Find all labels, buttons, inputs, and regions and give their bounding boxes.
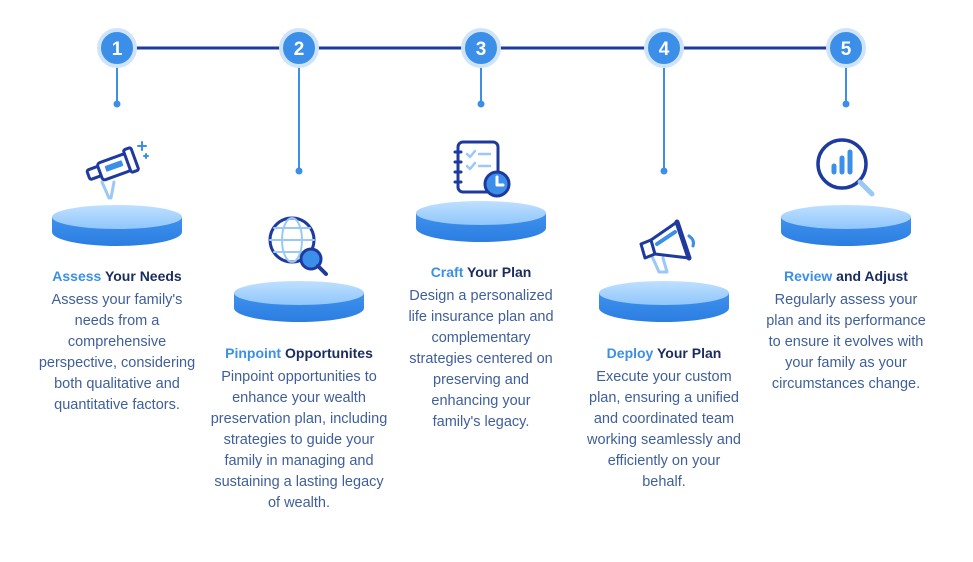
step-description: Assess your family's needs from a compre… [38,292,196,413]
step-description: Execute your custom plan, ensuring a uni… [587,369,741,490]
step-marker-5: 5 [826,28,866,108]
step-title-rest: Your Plan [463,264,532,280]
step-title: Craft Your Plan [386,264,576,280]
megaphone-icon [639,219,695,274]
step-marker-3: 3 [461,28,501,108]
step-marker-1: 1 [97,28,137,108]
step-circle [97,28,137,68]
step-title-highlight: Craft [430,264,464,280]
drop-dot [477,100,485,108]
step-title: Review and Adjust [751,268,941,284]
platform-3 [416,201,546,242]
step-title-rest: and Adjust [832,268,908,284]
step-description: Regularly assess your plan and its perfo… [766,292,926,392]
step-description: Pinpoint opportunities to enhance your w… [210,369,388,511]
step-title: Assess Your Needs [22,268,212,284]
step-5: Review and Adjust Regularly assess your … [751,268,941,395]
step-title: Deploy Your Plan [569,345,759,361]
step-circle [461,28,501,68]
step-description: Design a personalized life insurance pla… [408,288,554,430]
step-title-rest: Your Needs [101,268,182,284]
step-1: Assess Your Needs Assess your family's n… [22,268,212,416]
step-circle [644,28,684,68]
step-marker-2: 2 [279,28,319,175]
step-title-rest: Your Plan [653,345,722,361]
chart-magnifier-icon [816,138,875,197]
checklist-clock-icon [453,140,511,198]
step-number: 4 [659,39,670,60]
step-title-highlight: Review [784,268,833,284]
drop-dot [113,100,121,108]
step-4: Deploy Your Plan Execute your custom pla… [569,345,759,493]
step-title: Pinpoint Opportunites [204,345,394,361]
step-number: 3 [476,39,487,60]
step-number: 1 [112,39,123,60]
step-3: Craft Your Plan Design a personalized li… [386,264,576,433]
telescope-icon [85,141,149,200]
step-title-highlight: Pinpoint [225,345,282,361]
step-2: Pinpoint Opportunites Pinpoint opportuni… [204,345,394,514]
drop-dot [842,100,850,108]
step-number: 2 [294,39,305,60]
step-title-highlight: Deploy [606,345,654,361]
globe-search-icon [268,216,328,276]
step-marker-4: 4 [644,28,684,175]
platform-4 [599,281,729,322]
platform-1 [52,205,182,246]
step-title-highlight: Assess [52,268,102,284]
step-circle [826,28,866,68]
drop-dot [295,167,303,175]
step-title-rest: Opportunites [281,345,373,361]
drop-dot [660,167,668,175]
platform-5 [781,205,911,246]
step-circle [279,28,319,68]
step-number: 5 [841,39,852,60]
platform-2 [234,281,364,322]
